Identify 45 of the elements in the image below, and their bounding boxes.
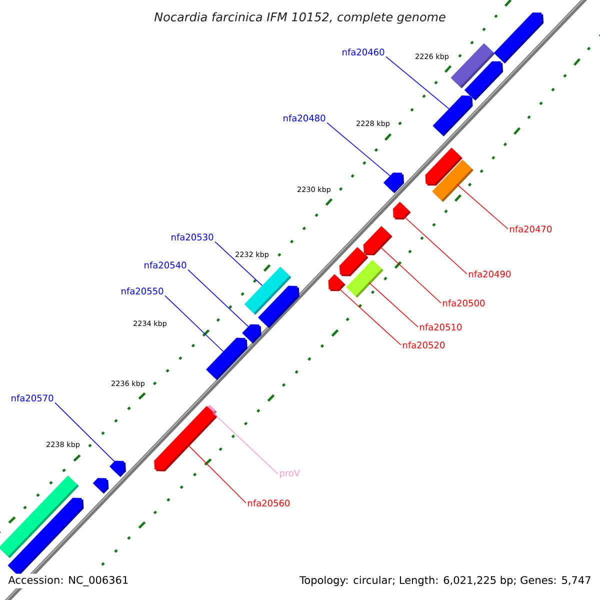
pointed-gene-block xyxy=(363,226,392,256)
leader-line xyxy=(164,295,224,352)
gene-label: nfa20480 xyxy=(284,114,326,122)
pointed-gene-block xyxy=(258,286,300,328)
leader-line xyxy=(188,269,249,327)
pointed-gene-block xyxy=(494,12,544,64)
leader-line xyxy=(456,184,508,230)
pointed-gene-block xyxy=(206,338,248,380)
gene-label: nfa20540 xyxy=(144,262,186,268)
gene-label: nfa20550 xyxy=(122,288,164,294)
pointed-gene-block xyxy=(383,172,404,194)
genome-info-text: Topology: circular; Length: 6,021,225 bp; Genes: 5,747 xyxy=(300,576,590,586)
pointed-gene-block xyxy=(328,274,346,292)
gene-block xyxy=(432,160,474,202)
pointed-gene-block xyxy=(464,61,504,101)
pointed-gene-block xyxy=(92,478,109,494)
title: Nocardia farcinica IFM 10152, complete genome xyxy=(154,12,446,24)
leader-line xyxy=(403,216,468,274)
pointed-gene-block xyxy=(8,498,84,576)
pointed-gene-block xyxy=(392,202,411,220)
leader-line xyxy=(212,412,278,474)
leader-line xyxy=(187,444,246,504)
leader-line xyxy=(368,282,418,328)
pointed-gene-block xyxy=(242,324,262,344)
gene-label: nfa20560 xyxy=(248,500,290,506)
gene-label: nfa20460 xyxy=(342,48,384,56)
gene-label: nfa20490 xyxy=(469,270,511,278)
pointed-gene-block xyxy=(154,406,218,472)
gene-label: nfa20470 xyxy=(510,226,552,232)
pointed-gene-block xyxy=(109,460,126,478)
leader-line xyxy=(214,241,263,286)
pointed-gene-block xyxy=(432,96,473,136)
leader-line xyxy=(386,56,450,110)
leader-line xyxy=(54,402,115,462)
gene-label: nfa20520 xyxy=(403,342,445,348)
leader-line xyxy=(326,122,390,176)
gene-label: nfa20570 xyxy=(12,394,54,402)
gene-label: nfa20530 xyxy=(172,234,214,240)
accession-text: Accession: NC_006361 xyxy=(6,574,131,588)
gene-label: nfa20510 xyxy=(420,324,462,330)
gene-block xyxy=(346,260,384,298)
gene-label: nfa20500 xyxy=(443,300,485,306)
leader-line xyxy=(379,246,442,304)
gene-label: proV xyxy=(280,470,300,478)
leader-line xyxy=(338,288,402,346)
